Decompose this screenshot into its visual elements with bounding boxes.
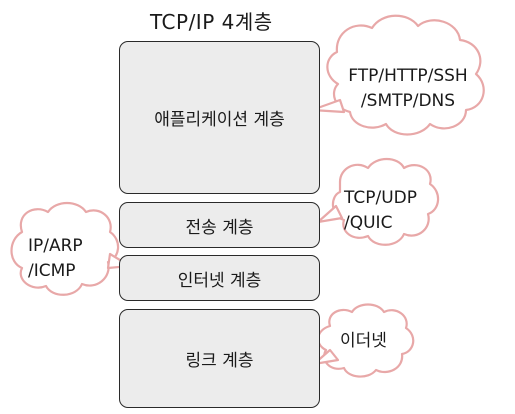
layer-transport: 전송 계층	[119, 202, 320, 248]
layer-application-label: 애플리케이션 계층	[154, 110, 285, 130]
cloud-internet-line-2: /ICMP	[28, 261, 76, 281]
cloud-transport-line-1: TCP/UDP	[344, 188, 418, 208]
cloud-link	[312, 303, 415, 378]
cloud-internet-text: IP/ARP /ICMP	[28, 234, 83, 284]
layer-application: 애플리케이션 계층	[119, 41, 320, 194]
cloud-application-line-2: /SMTP/DNS	[360, 91, 456, 111]
cloud-internet-line-1: IP/ARP	[28, 236, 83, 256]
layer-internet-label: 인터넷 계층	[177, 270, 262, 291]
cloud-transport	[316, 157, 440, 246]
cloud-application	[310, 14, 485, 136]
cloud-transport-text: TCP/UDP /QUIC	[344, 186, 417, 236]
layer-link: 링크 계층	[119, 309, 320, 408]
layer-internet: 인터넷 계층	[119, 255, 320, 301]
cloud-link-text: 이더넷	[340, 329, 387, 354]
cloud-link-line-1: 이더넷	[340, 331, 387, 351]
cloud-transport-line-2: /QUIC	[344, 213, 393, 233]
layer-transport-label: 전송 계층	[185, 217, 254, 238]
diagram-title: TCP/IP 4계층	[150, 10, 273, 34]
cloud-application-line-1: FTP/HTTP/SSH	[348, 66, 468, 86]
cloud-application-text: FTP/HTTP/SSH /SMTP/DNS	[346, 64, 470, 114]
layer-link-label: 링크 계층	[185, 351, 254, 371]
